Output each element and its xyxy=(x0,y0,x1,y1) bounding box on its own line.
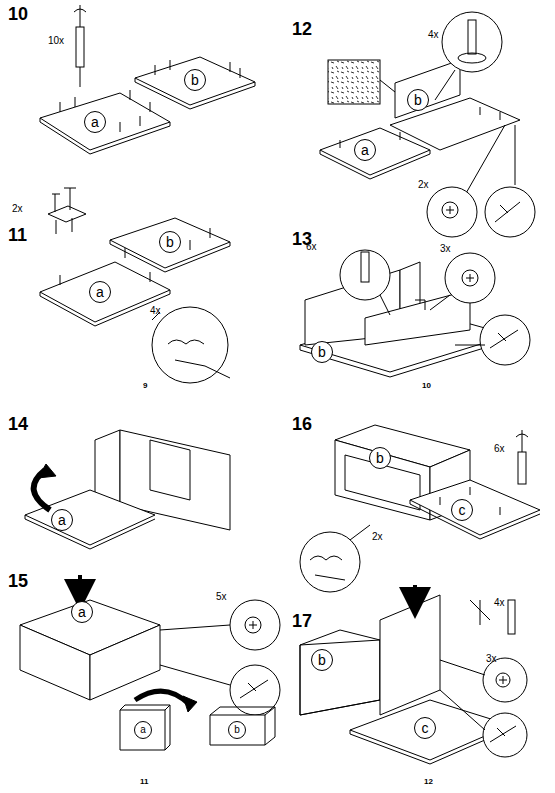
quantity-callout: 4x xyxy=(428,30,439,40)
part-letter: b xyxy=(166,235,174,249)
step-number: 16 xyxy=(292,415,312,433)
part-letter: b xyxy=(234,725,240,735)
quantity-callout: 2x xyxy=(372,532,383,542)
part-letter-circle: b xyxy=(159,231,181,253)
step-number: 10 xyxy=(8,5,28,23)
quantity-callout: 5x xyxy=(216,592,227,602)
quantity-callout: 4x xyxy=(150,306,161,316)
part-letter: a xyxy=(91,115,99,129)
quantity-callout: 6x xyxy=(306,242,317,252)
part-letter: b xyxy=(318,345,326,359)
quantity-callout: 2x xyxy=(12,204,23,214)
part-letter: a xyxy=(140,725,146,735)
quantity-callout: 2x xyxy=(418,180,429,190)
part-letter: a xyxy=(78,605,86,619)
part-letter: c xyxy=(459,503,466,517)
part-letter-circle: c xyxy=(414,717,436,739)
part-letter-circle: b xyxy=(184,69,206,91)
part-letter-circle: c xyxy=(451,499,473,521)
part-letter-circle: a xyxy=(134,721,152,739)
part-letter-circle: b xyxy=(228,721,246,739)
part-letter-circle: a xyxy=(84,111,106,133)
page-number: 11 xyxy=(140,778,148,786)
page-number: 10 xyxy=(422,382,431,390)
part-letter-circle: a xyxy=(89,281,111,303)
part-letter-circle: b xyxy=(311,649,333,671)
part-letter-circle: a xyxy=(354,139,376,161)
quantity-callout: 10x xyxy=(48,36,64,46)
step-number: 14 xyxy=(8,415,28,433)
part-letter: a xyxy=(96,285,104,299)
step-number: 12 xyxy=(292,20,312,38)
quantity-callout: 3x xyxy=(440,244,451,254)
quantity-callout: 3x xyxy=(486,654,497,664)
step-number: 15 xyxy=(8,572,28,590)
page-number: 12 xyxy=(424,778,433,786)
part-letter: b xyxy=(414,93,422,107)
part-letter: b xyxy=(318,653,326,667)
part-letter-circle: b xyxy=(311,341,333,363)
part-letter: b xyxy=(191,73,199,87)
quantity-callout: 6x xyxy=(494,444,505,454)
quantity-callout: 4x xyxy=(494,598,505,608)
part-letter-circle: a xyxy=(71,601,93,623)
part-letter: a xyxy=(361,143,369,157)
step-number: 11 xyxy=(8,226,27,244)
part-letter-circle: b xyxy=(407,89,429,111)
part-letter: b xyxy=(376,451,384,465)
part-letter-circle: a xyxy=(51,509,73,531)
step-number: 17 xyxy=(292,612,312,630)
part-letter: a xyxy=(58,513,66,527)
part-letter-circle: b xyxy=(369,447,391,469)
part-letter: c xyxy=(422,721,429,735)
page-number: 9 xyxy=(143,382,147,390)
